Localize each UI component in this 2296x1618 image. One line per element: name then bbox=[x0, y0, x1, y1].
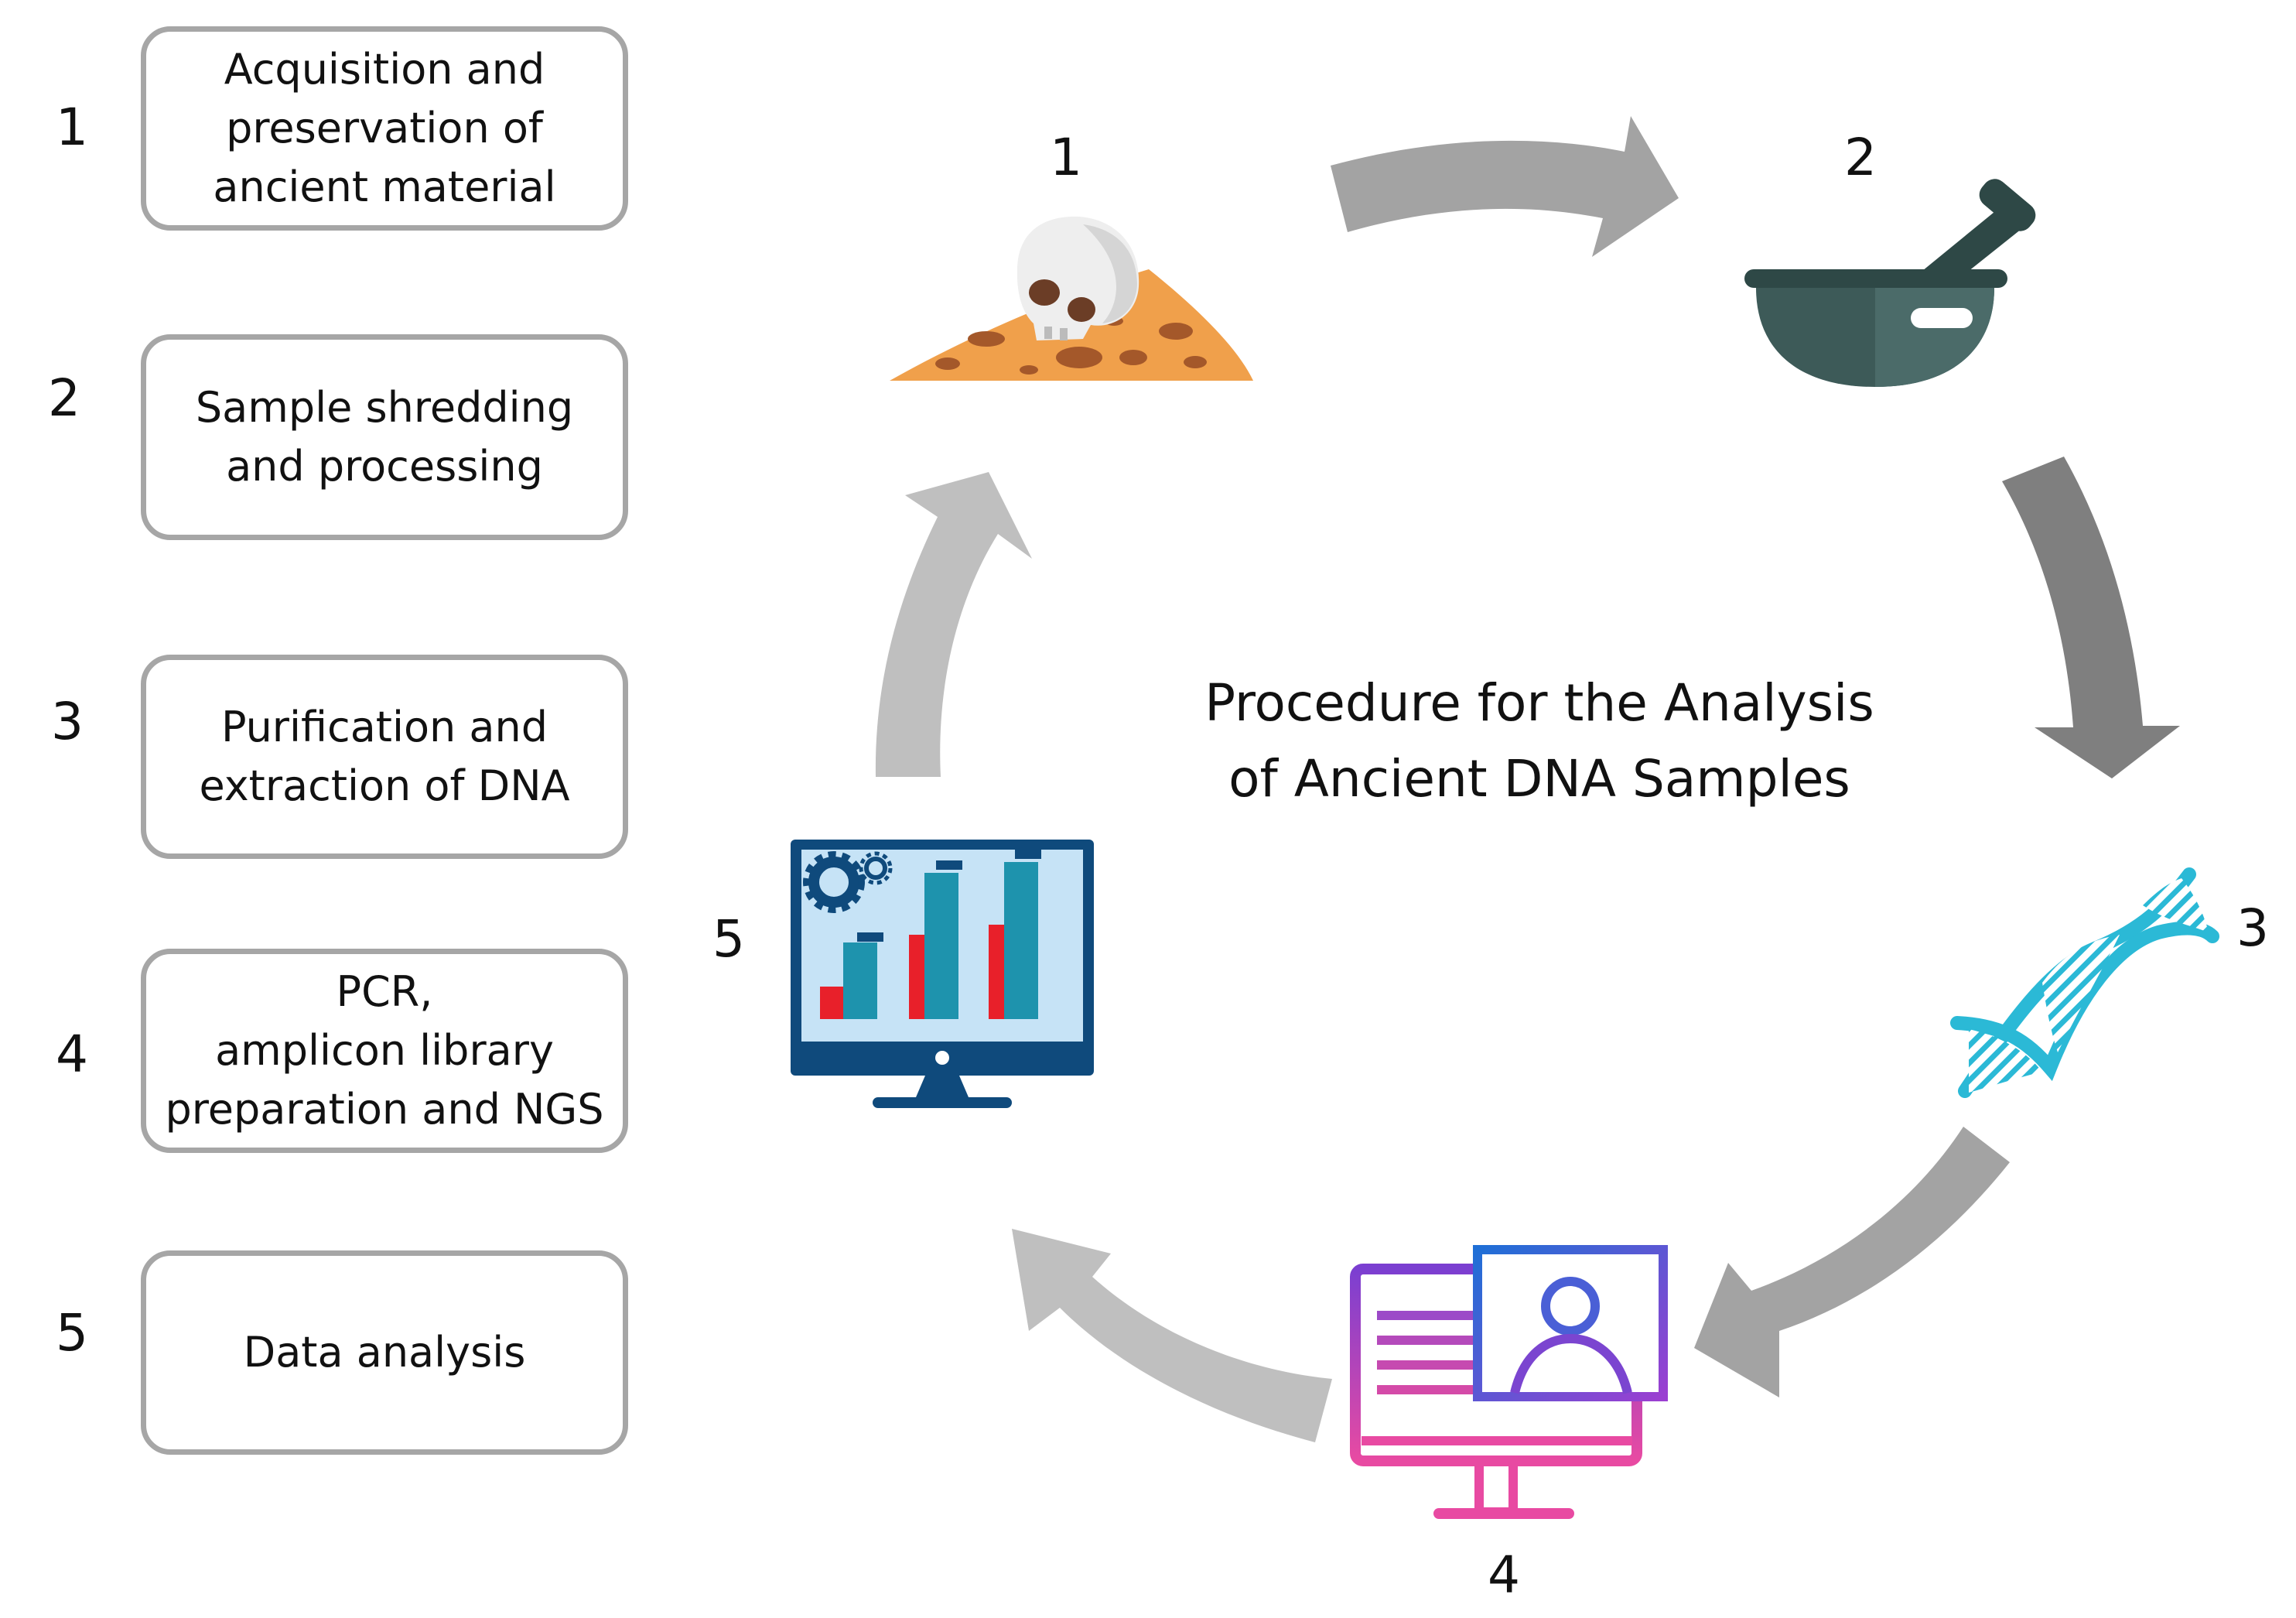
mortar-and-pestle-icon bbox=[1744, 179, 2036, 387]
cycle-node-number-2: 2 bbox=[1844, 128, 1877, 187]
cycle-arrow-5-to-1 bbox=[875, 472, 1032, 777]
step-box-2: Sample shredding and processing bbox=[141, 334, 628, 540]
cycle-node-number-1: 1 bbox=[1050, 128, 1082, 187]
data-analysis-monitor-icon bbox=[791, 840, 1094, 1108]
step-number-4: 4 bbox=[56, 1025, 88, 1084]
step-number-1: 1 bbox=[56, 97, 88, 157]
step-label-5: Data analysis bbox=[243, 1328, 526, 1377]
step-box-4: PCR, amplicon library preparation and NG… bbox=[141, 949, 628, 1153]
dna-helix-icon bbox=[1950, 867, 2219, 1098]
step-box-1: Acquisition and preservation of ancient … bbox=[141, 26, 628, 231]
step-label-1: Acquisition and preservation of ancient … bbox=[213, 45, 556, 211]
step-label-4: PCR, amplicon library preparation and NG… bbox=[165, 967, 604, 1134]
skull-on-soil-icon bbox=[890, 216, 1253, 381]
cycle-node-number-3: 3 bbox=[2236, 898, 2269, 958]
cycle-node-number-4: 4 bbox=[1488, 1545, 1520, 1605]
step-number-5: 5 bbox=[56, 1303, 88, 1363]
cycle-node-number-5: 5 bbox=[712, 909, 745, 969]
step-box-3: Purification and extraction of DNA bbox=[141, 655, 628, 859]
cycle-arrow-2-to-3 bbox=[2002, 457, 2180, 778]
cycle-arrow-1-to-2 bbox=[1331, 116, 1679, 257]
step-number-3: 3 bbox=[51, 692, 84, 751]
cycle-arrow-4-to-5 bbox=[1012, 1229, 1332, 1442]
step-label-2: Sample shredding and processing bbox=[195, 383, 574, 491]
step-label-3: Purification and extraction of DNA bbox=[199, 703, 570, 810]
step-number-2: 2 bbox=[48, 368, 80, 428]
step-box-5: Data analysis bbox=[141, 1250, 628, 1455]
diagram-title: Procedure for the Analysis of Ancient DN… bbox=[1204, 673, 1874, 809]
sequencing-monitor-icon bbox=[1350, 1245, 1668, 1519]
cycle-arrow-3-to-4 bbox=[1694, 1127, 2010, 1397]
